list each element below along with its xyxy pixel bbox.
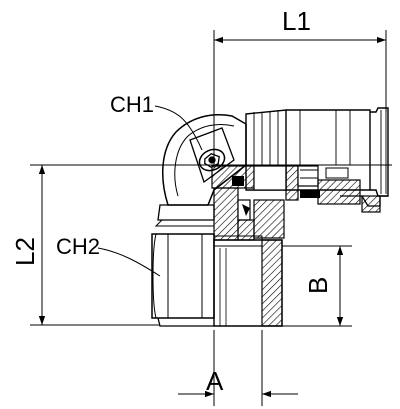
dimension-b bbox=[282, 245, 352, 327]
label-l1: L1 bbox=[282, 6, 311, 36]
ch2-leader bbox=[97, 247, 161, 277]
dimension-a bbox=[178, 330, 298, 406]
label-l2: L2 bbox=[10, 237, 40, 266]
label-ch2: CH2 bbox=[56, 234, 100, 259]
label-ch1: CH1 bbox=[110, 92, 154, 117]
body-section bbox=[213, 187, 285, 327]
dimension-l2 bbox=[30, 164, 212, 326]
label-b: B bbox=[303, 277, 333, 294]
ch1-leader bbox=[154, 105, 203, 151]
push-in-section bbox=[211, 165, 388, 213]
dimension-l1 bbox=[213, 30, 387, 168]
label-a: A bbox=[206, 366, 224, 396]
ch2-hex-nut bbox=[151, 225, 215, 327]
ch1-hex-screw bbox=[198, 148, 226, 172]
